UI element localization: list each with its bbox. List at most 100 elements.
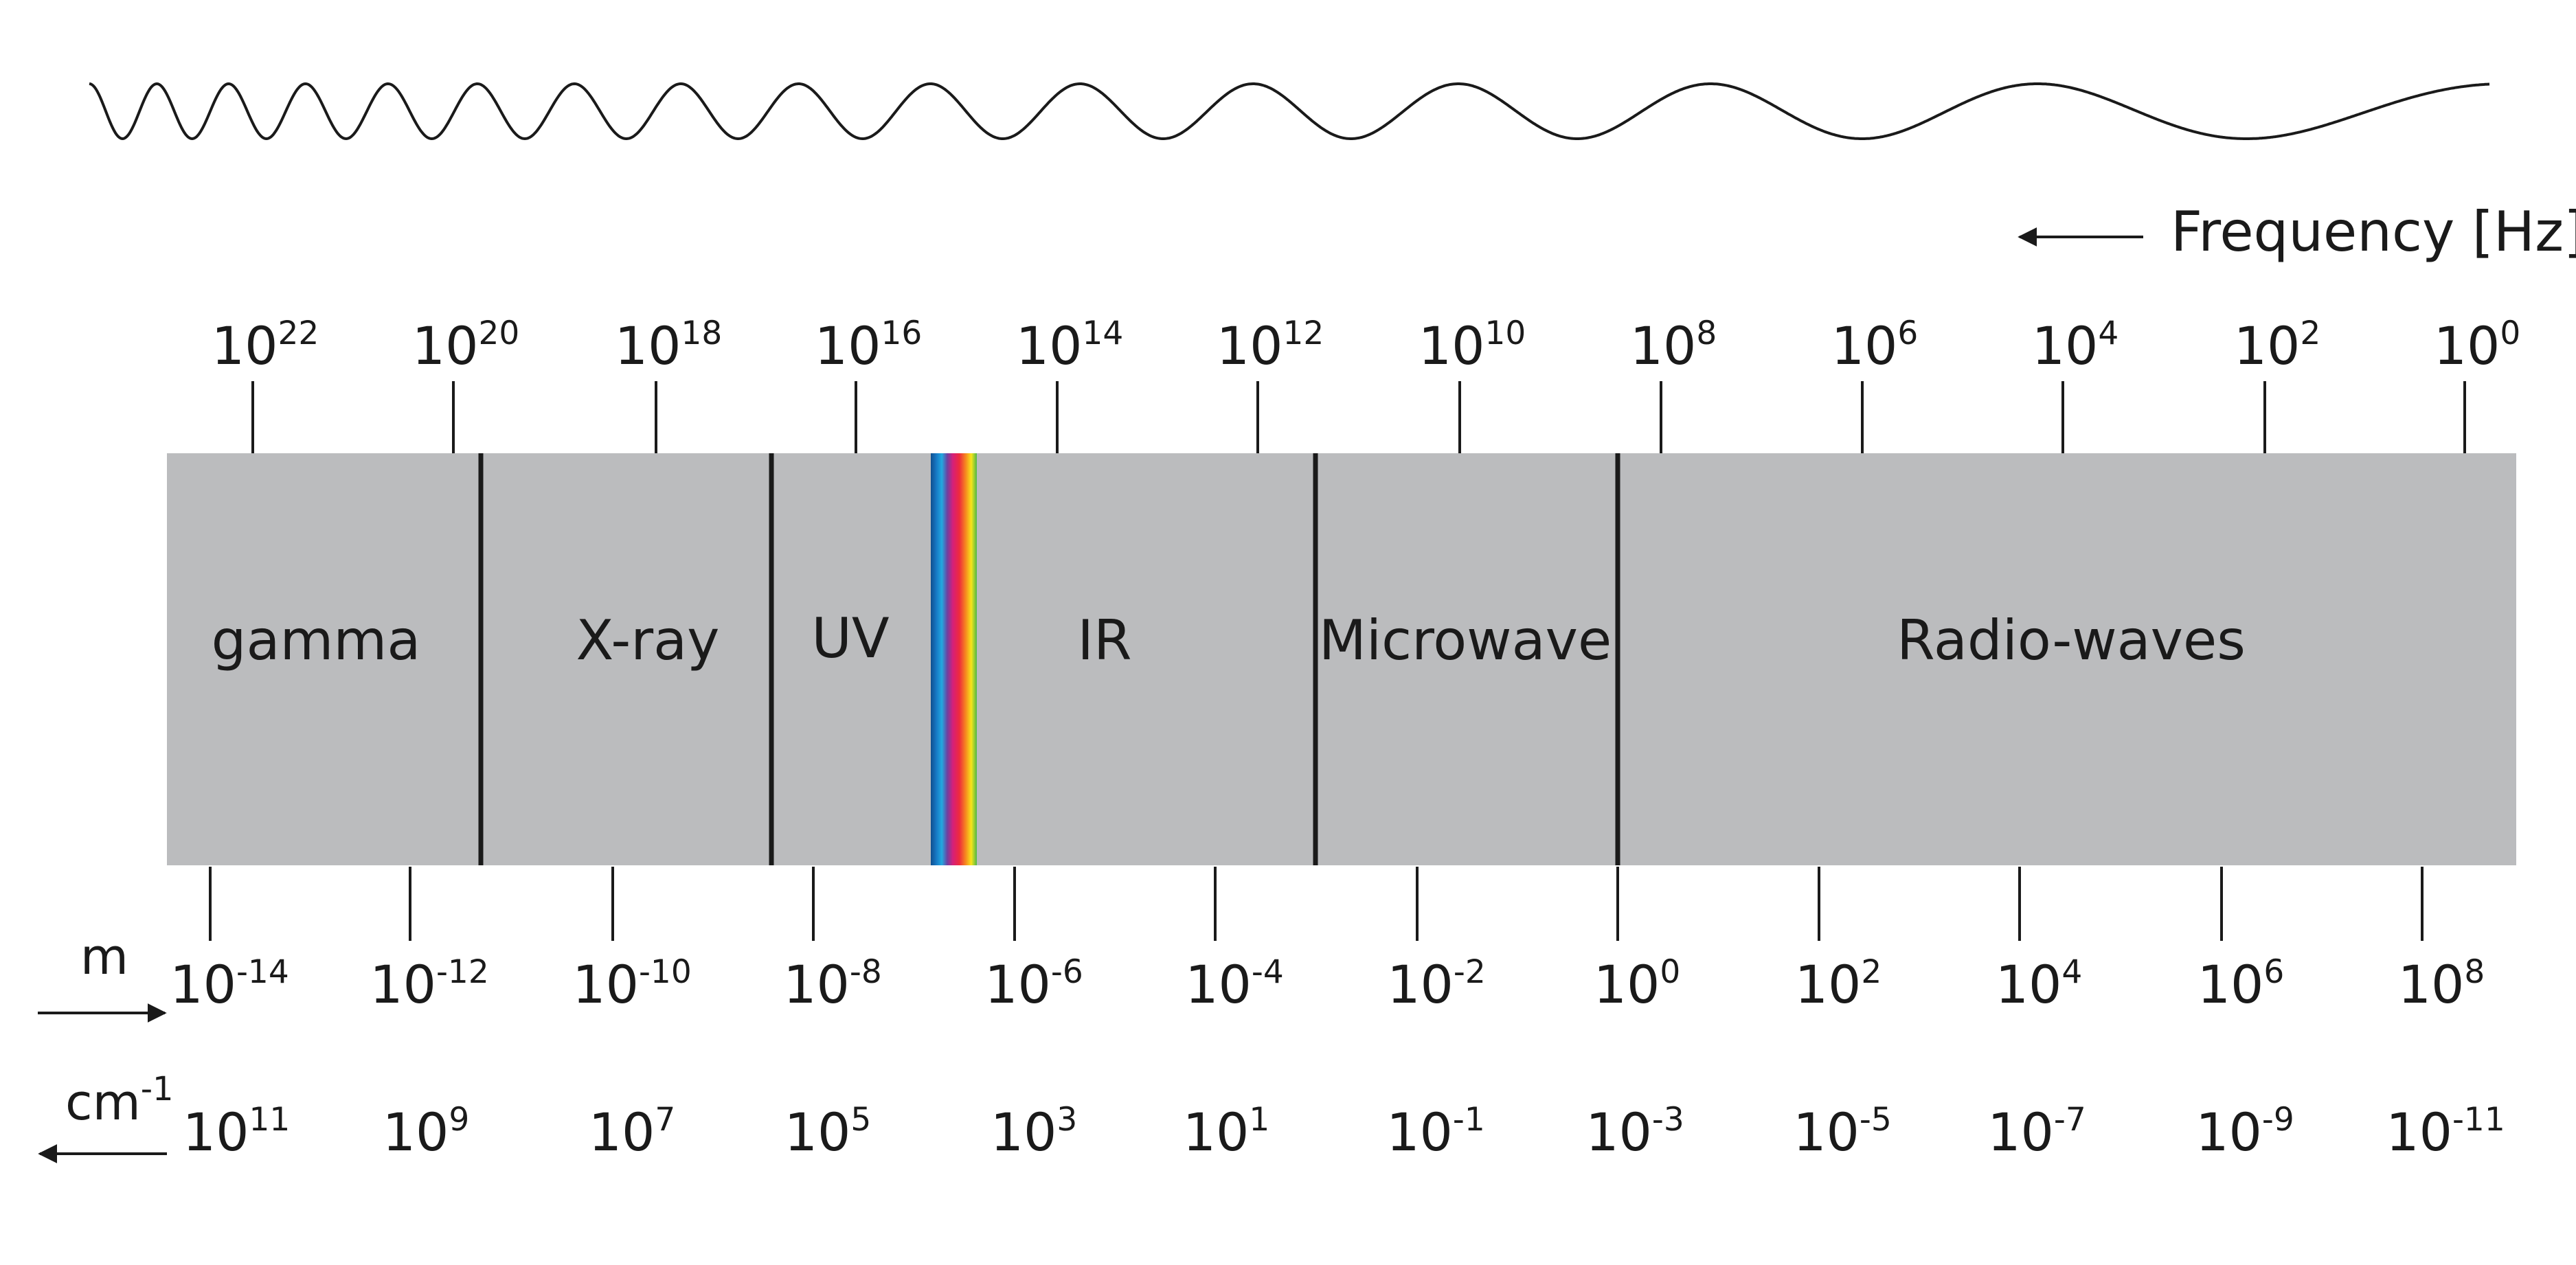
wavenumber-tick-label-base: 10 [784,1102,851,1163]
wavelength-tick-label-8: 102 [1795,953,1882,1015]
wavenumber-tick-label-base: 10 [991,1102,1057,1163]
wavenumber-tick-label-exp: -1 [1453,1101,1485,1139]
frequency-tick-label-9: 104 [2032,315,2119,376]
wavelength-tick-label-base: 10 [783,954,850,1015]
wavelength-tick-label-exp: -2 [1454,953,1486,991]
frequency-ticks [251,381,2466,453]
frequency-tick-label-6: 1010 [1419,315,1526,376]
frequency-axis-label: Frequency [Hz] [2171,200,2576,264]
frequency-tick-label-base: 10 [1419,315,1485,376]
band-labels: gamma X-ray UV IR Microwave Radio-waves [212,606,2246,672]
frequency-tick-label-base: 10 [1217,315,1283,376]
frequency-tick-label-4: 1014 [1016,315,1124,376]
wavelength-tick-label-base: 10 [1185,954,1252,1015]
wavelength-tick-label-exp: 4 [2061,953,2082,991]
frequency-tick-label-exp: 18 [681,315,722,352]
wavenumber-tick-label-9: 10-7 [1987,1101,2086,1163]
wavelength-tick-label-11: 108 [2398,953,2485,1015]
band-label-ir: IR [1077,608,1131,672]
wavelength-tick-label-2: 10-10 [572,953,691,1015]
wavenumber-tick-label-base: 10 [383,1102,449,1163]
band-label-xray: X-ray [576,608,720,672]
wavenumber-tick-label-base: 10 [2195,1102,2262,1163]
wavenumber-tick-label-base: 10 [1386,1102,1453,1163]
wavenumber-tick-label-exp: 1 [1249,1101,1269,1139]
wavenumber-tick-label-exp: 3 [1057,1101,1077,1139]
wavelength-tick-label-base: 10 [1795,954,1862,1015]
wavelength-tick-label-base: 10 [370,954,436,1015]
wavenumber-unit-label: cm-1 [65,1070,174,1131]
wavelength-tick-label-base: 10 [2398,954,2465,1015]
band-label-uv: UV [811,606,890,670]
wavenumber-tick-label-base: 10 [1585,1102,1652,1163]
wavenumber-tick-label-exp: -7 [2054,1101,2086,1139]
frequency-tick-label-0: 1022 [212,315,319,376]
frequency-tick-label-7: 108 [1630,315,1717,376]
wavenumber-tick-label-exp: 7 [655,1101,675,1139]
frequency-tick-label-base: 10 [412,315,479,376]
wavenumber-tick-label-base: 10 [2386,1102,2452,1163]
wavenumber-unit-exp: -1 [141,1070,174,1108]
wavenumber-tick-label-exp: -11 [2452,1101,2505,1139]
wavenumber-tick-label-4: 103 [991,1101,1078,1163]
wavenumber-unit-base: cm [65,1073,141,1131]
wavelength-ticks [209,867,2424,941]
wavelength-tick-label-base: 10 [1594,954,1660,1015]
frequency-tick-label-base: 10 [1630,315,1697,376]
wavenumber-tick-label-10: 10-9 [2195,1101,2294,1163]
band-label-radio: Radio-waves [1897,608,2246,672]
band-label-gamma: gamma [212,608,421,672]
wavelength-tick-label-exp: 0 [1660,953,1680,991]
frequency-tick-label-base: 10 [615,315,681,376]
wavelength-tick-label-base: 10 [572,954,639,1015]
frequency-tick-label-3: 1016 [815,315,923,376]
wavelength-tick-label-exp: -10 [639,953,692,991]
frequency-tick-label-exp: 8 [1696,315,1717,352]
visible-light-strip [931,453,977,865]
wavelength-tick-label-6: 10-2 [1387,953,1486,1015]
wavenumber-tick-label-base: 10 [589,1102,655,1163]
wavenumber-tick-label-5: 101 [1183,1101,1270,1163]
wavenumber-tick-label-base: 10 [1793,1102,1860,1163]
frequency-tick-label-base: 10 [2234,315,2301,376]
wavenumber-tick-label-base: 10 [183,1102,249,1163]
wavenumber-tick-label-3: 105 [784,1101,872,1163]
wavelength-tick-label-0: 10-14 [170,953,289,1015]
spectrum-band [167,453,2516,865]
wavenumber-tick-label-0: 1011 [183,1101,291,1163]
wavenumber-tick-label-exp: 5 [850,1101,871,1139]
wavenumber-tick-label-6: 10-1 [1386,1101,1485,1163]
frequency-tick-label-base: 10 [1016,315,1083,376]
wavelength-tick-label-base: 10 [170,954,236,1015]
frequency-tick-label-1: 1020 [412,315,520,376]
band-dividers [478,453,1620,865]
frequency-tick-label-base: 10 [2032,315,2099,376]
frequency-tick-label-exp: 20 [478,315,519,352]
band-label-microwave: Microwave [1319,608,1612,672]
wavelength-tick-label-1: 10-12 [370,953,488,1015]
frequency-tick-label-base: 10 [1831,315,1898,376]
wavelength-tick-label-exp: -12 [436,953,489,991]
frequency-tick-label-base: 10 [815,315,881,376]
wavenumber-tick-label-11: 10-11 [2386,1101,2505,1163]
wavenumber-tick-label-exp: -9 [2262,1101,2294,1139]
frequency-tick-label-2: 1018 [615,315,723,376]
frequency-tick-label-exp: 0 [2500,315,2520,352]
frequency-tick-label-base: 10 [2434,315,2500,376]
wavenumber-tick-label-exp: 11 [249,1101,290,1139]
wavelength-tick-label-9: 104 [1996,953,2083,1015]
wavelength-tick-label-10: 106 [2197,953,2285,1015]
wavenumber-tick-label-1: 109 [383,1101,470,1163]
wavelength-tick-label-base: 10 [984,954,1051,1015]
frequency-tick-label-exp: 2 [2300,315,2320,352]
wavelength-tick-label-base: 10 [1387,954,1454,1015]
wavelength-tick-label-exp: 6 [2263,953,2284,991]
frequency-tick-label-base: 10 [212,315,278,376]
wavelength-tick-label-exp: -6 [1051,953,1083,991]
wavenumber-tick-label-exp: 9 [449,1101,469,1139]
